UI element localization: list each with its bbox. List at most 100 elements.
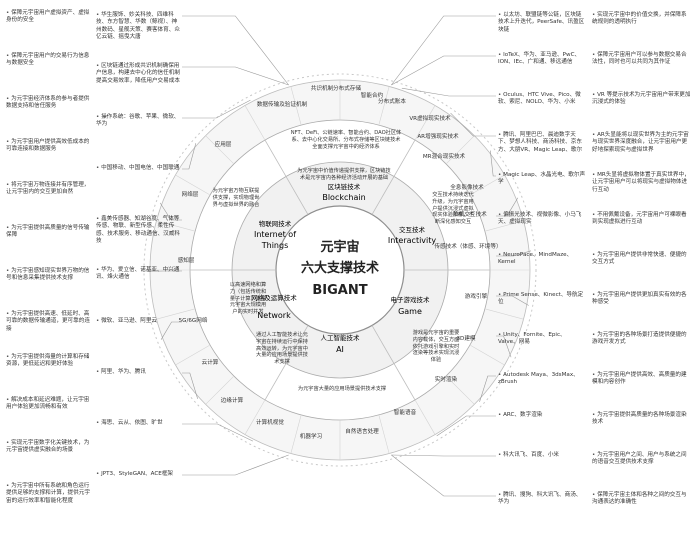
sub-render: 实时渲染 xyxy=(435,375,458,383)
sub-spoke xyxy=(175,344,211,366)
tech-network-cn: 网络及运算技术 xyxy=(251,293,297,302)
tech-iot-en1: Internet of xyxy=(254,230,296,239)
tech-game-en: Game xyxy=(398,307,422,316)
left-mid-item: 微软、亚马逊、阿里云 xyxy=(96,318,180,325)
left-far-item: 保障元宇宙用户的交易行为信息与数据安全 xyxy=(6,53,92,68)
right-mid-item: Unity、Fornite、Epic、Valve、网易 xyxy=(498,332,586,347)
sub-consensus: 共识机制 xyxy=(311,84,334,92)
sub-spoke xyxy=(414,105,436,141)
leader-line xyxy=(401,87,496,97)
game-note: 游戏是元宇宙的重要内容载体，交互方面依托游戏引擎和实时渲染等技术实现沉浸体验 xyxy=(412,330,460,364)
ai-note: 通过人工智能技术让元宇宙在持续运行中保持高效运转，为元宇宙中大量的应用场景提供技… xyxy=(256,332,308,366)
tech-game-cn: 电子游戏技术 xyxy=(391,295,431,304)
left-far-item: 为元宇宙用户提供高效低成本的可靠连接和数据服务 xyxy=(6,139,92,154)
left-mid-item: 海思、云从、依图、旷世 xyxy=(96,420,180,427)
leader-line xyxy=(391,454,496,497)
right-mid-item: IoTeX、华为、亚马逊、PwC、ION、IEc、广和通、移远通信 xyxy=(498,52,586,67)
left-far-item: 保障元宇宙用户虚拟资产、虚拟身份的安全 xyxy=(6,10,92,25)
left-far-item: 为元宇宙提供高质量的信号传输保障 xyxy=(6,225,92,240)
sub-cv: 计算机视觉 xyxy=(256,418,284,426)
sub-modeling: 3D建模 xyxy=(456,334,475,342)
sub-spoke xyxy=(484,308,524,320)
tech-iot-en2: Things xyxy=(261,241,289,250)
sub-cloud: 云计算 xyxy=(202,358,219,366)
ring-bottom-note: 为元宇宙大量的应用场景提供技术支撑 xyxy=(297,386,387,392)
interaction-note: 交互技术持续迭代升级，为元宇宙用户提供沉浸式虚拟现实体验阶梯，不断深化感知交互 xyxy=(432,192,474,226)
blockchain-note: 为元宇宙中价值传递提供支撑，区块链技术是元宇宙内各种经济活动开展的基础 xyxy=(297,168,391,181)
sub-smart-contract: 智能合约 xyxy=(361,91,384,99)
sub-spoke xyxy=(445,135,475,165)
sub-spoke xyxy=(244,105,266,141)
sub-spoke xyxy=(469,344,505,366)
left-far-item: 为元宇宙经济体系的参与者提供数据支持和信任服务 xyxy=(6,96,92,111)
sub-spoke xyxy=(205,375,235,405)
sub-distributed-storage: 分布式存储 xyxy=(333,84,361,92)
sub-ml: 机器学习 xyxy=(300,432,322,440)
right-far-item: 保障元宇宙用户可以参与数据交易合法性，同时也可以共同为其作证 xyxy=(592,52,692,67)
leader-line xyxy=(391,454,496,457)
right-far-item: 为元宇宙用户提供更加真实有效的各种感受 xyxy=(592,292,692,307)
leader-line xyxy=(182,15,289,86)
tech-interaction-cn: 交互技术 xyxy=(399,225,426,234)
sub-distributed-account: 分布式账本 xyxy=(378,97,406,105)
left-far-item: 将元宇宙万物连接并有序管理，让元宇宙内的交互更加自然 xyxy=(6,182,92,197)
leader-line xyxy=(182,372,198,399)
left-far-item: 为元宇宙感知现实世界万物的信号和信息采集提供技术支撑 xyxy=(6,268,92,283)
network-note: 以高速网络和算力（包括传统和量子计算）支撑元宇宙大规模用户的实时并发 xyxy=(229,282,267,316)
leader-line xyxy=(436,415,496,437)
center-title-3: BIGANT xyxy=(312,283,367,298)
sub-nlp: 自然语言处理 xyxy=(345,427,379,435)
sub-spoke xyxy=(290,414,302,454)
left-mid-item: JPT3、StyleGAN、ACE框架 xyxy=(96,471,180,478)
sub-spoke xyxy=(378,414,390,454)
right-mid-item: 偏振光技术、视微影像、小马飞天、虚拟现实 xyxy=(498,212,586,227)
tech-ai-en: AI xyxy=(336,345,344,354)
sector-spoke xyxy=(371,139,416,215)
sub-bci: 脑机交互技术 xyxy=(453,210,487,218)
tech-blockchain-cn: 区块链技术 xyxy=(328,182,361,191)
sub-5g: 5G/6G网络 xyxy=(179,316,208,324)
leader-line xyxy=(391,55,496,86)
sub-spoke xyxy=(175,174,211,196)
leader-line xyxy=(391,15,496,86)
sub-vr: VR虚拟现实技术 xyxy=(409,114,451,122)
right-mid-item: 以太坊、联盟链等公链，区块链技术上升迭代，PeerSafe、讯盈区块链 xyxy=(498,12,586,34)
sub-edge: 边缘计算 xyxy=(221,396,244,404)
leader-line xyxy=(182,423,254,442)
right-far-item: MR头显将虚拟物体置于真实世界中，让元宇宙用户可以将现实与虚拟物体进行互动 xyxy=(592,172,692,194)
leader-line xyxy=(182,454,289,476)
sub-spoke xyxy=(205,135,235,165)
sub-ar: AR增强现实技术 xyxy=(417,132,459,140)
leader-line xyxy=(182,143,197,170)
sub-sense: 传感技术（体感、环境等） xyxy=(434,242,501,250)
left-mid-item: 鑫美传感器、知湖谷度、气体等传感、物联、新型传感、柔性传感、技术服务、移动通信、… xyxy=(96,216,180,246)
left-mid-item: 华生服饰、妙关科技、四维科技、东方智慧、华数（鲸视）、神州数码、星舰天策、赛客体… xyxy=(96,12,180,42)
sub-netlayer: 网络层 xyxy=(182,190,199,198)
tech-interaction-en: Interactivity xyxy=(388,236,437,245)
right-mid-item: Oculus、HTC Vive、Pico、微软、索尼、NOLO、华为、小米 xyxy=(498,92,586,107)
left-mid-item: 操作系统：谷歌、苹果、微软、华为 xyxy=(96,114,180,129)
leader-line xyxy=(182,66,289,86)
ring-top-note: NFT、DeFi、公链速率、智能合约、DAO社区体系、去中心化交易所、分布式存储… xyxy=(290,130,402,150)
sector-spoke xyxy=(371,325,416,401)
leader-line xyxy=(479,375,496,402)
tech-ai-cn: 人工智能技术 xyxy=(321,333,361,342)
right-mid-item: 腾讯、搜狗、科大讯飞、商汤、华为 xyxy=(498,492,586,507)
leader-line xyxy=(450,112,496,137)
sub-sensorlayer: 感知层 xyxy=(178,256,195,264)
leader-line xyxy=(182,99,251,119)
leader-line xyxy=(490,150,496,177)
right-far-item: 为元宇宙用户提供高效、高质量的建模和内容创作 xyxy=(592,372,692,387)
sub-assets: 数据传输及验证机制 xyxy=(257,100,308,108)
tech-blockchain-en: Blockchain xyxy=(322,193,365,202)
tech-network-en: Network xyxy=(257,311,291,320)
center-title-1: 元宇宙 xyxy=(320,239,359,255)
sub-speech: 智能语音 xyxy=(394,408,417,416)
left-mid-item: 区块链通过形成共识机制确保用户信息，构建去中心化的信任机制提高交易效率，降低用户… xyxy=(96,63,180,85)
sub-engine: 游戏引擎 xyxy=(465,292,488,300)
sub-spoke xyxy=(378,86,390,126)
right-mid-item: Magic Leap、水晶光电、歌尔声学 xyxy=(498,172,586,187)
sub-spoke xyxy=(290,86,302,126)
left-mid-item: 中国移动、中国电信、中国联通 xyxy=(96,165,180,172)
